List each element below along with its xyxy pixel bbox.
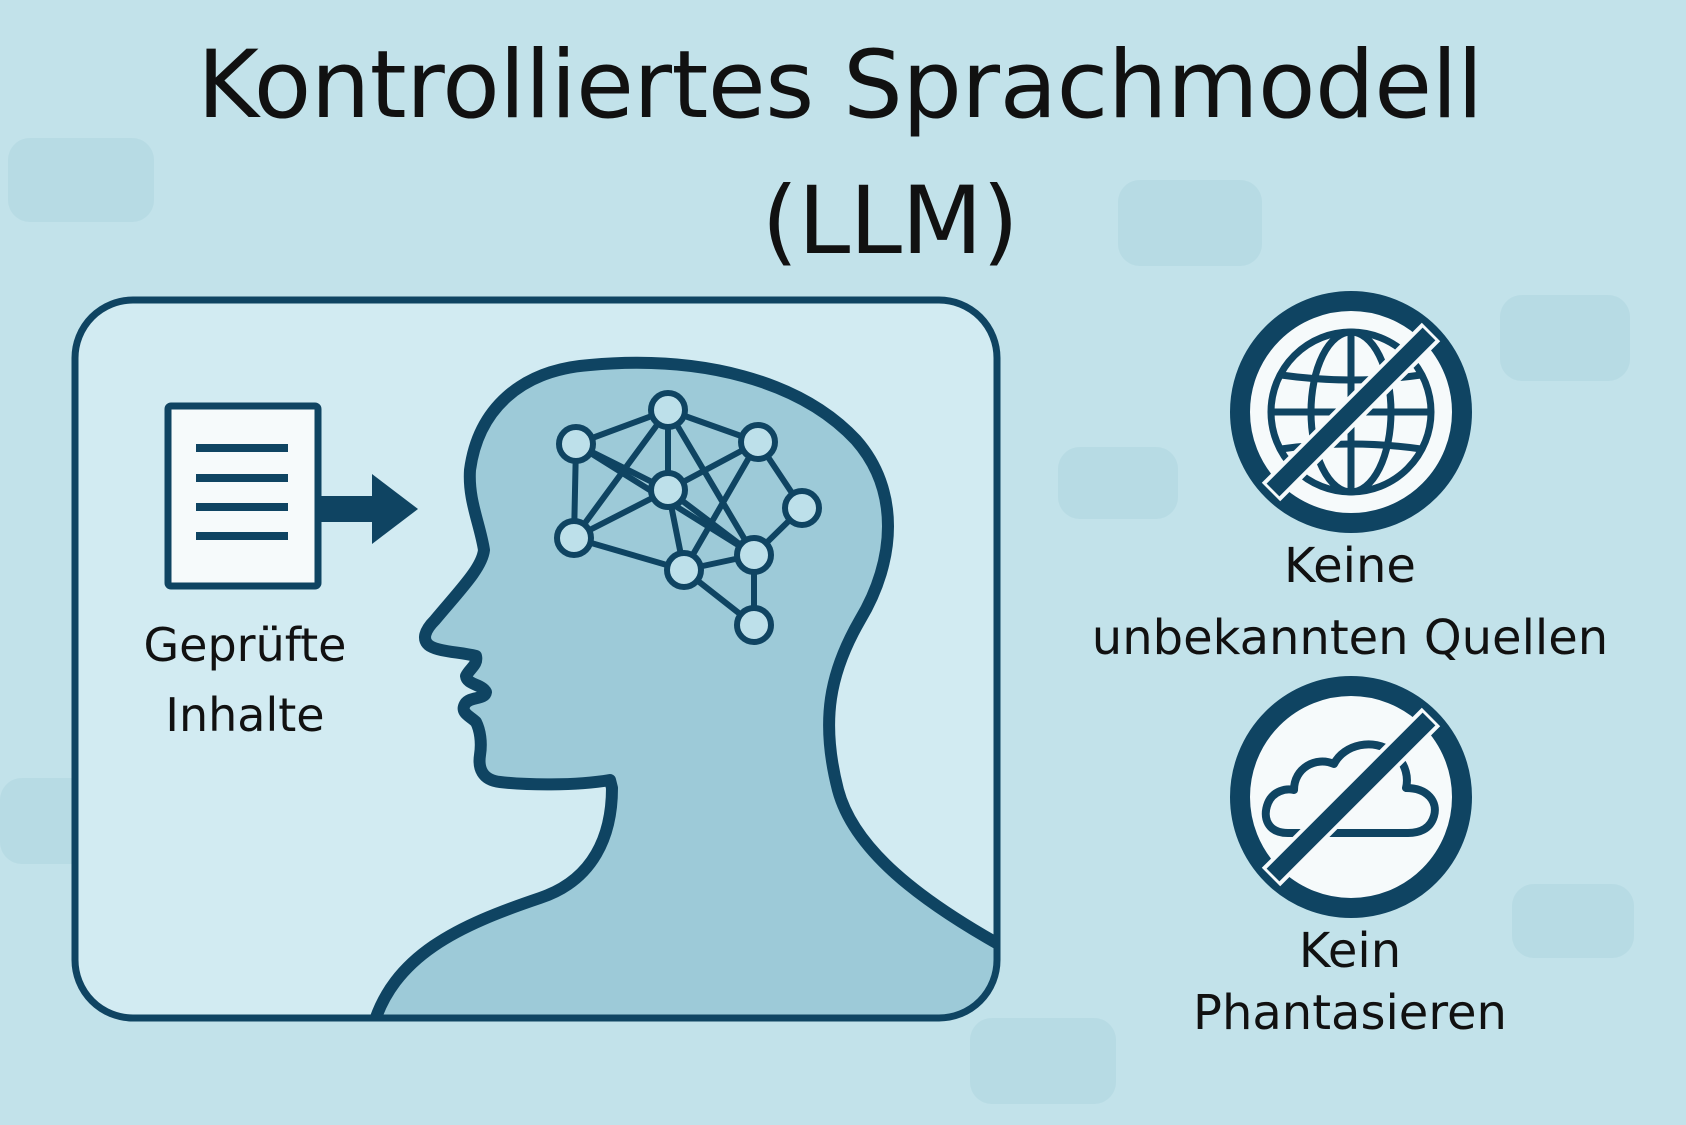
feature-label-line1: Kein (1298, 923, 1402, 979)
feature-label-line2: unbekannten Quellen (1091, 610, 1609, 666)
network-node (782, 488, 822, 528)
head-silhouette-icon (366, 356, 997, 1018)
network-node (556, 424, 596, 464)
network-node (738, 422, 778, 462)
background-shape (1500, 295, 1630, 381)
arrow-right-icon (318, 474, 418, 544)
document-icon (164, 402, 322, 590)
page-title-line1: Kontrolliertes Sprachmodell (197, 31, 1483, 140)
background-shape (1058, 447, 1178, 519)
no-globe-icon (1230, 291, 1472, 533)
feature-label-no-hallucination: Kein Phantasieren (1100, 920, 1600, 1044)
feature-label-line1: Keine (1284, 538, 1416, 594)
network-node (734, 605, 774, 645)
feature-label-line2: Phantasieren (1193, 985, 1507, 1041)
background-shape (8, 138, 154, 222)
network-node (664, 550, 704, 590)
document-label: Geprüfte Inhalte (110, 610, 380, 750)
page-title: Kontrolliertes Sprachmodell (LLM) (0, 18, 1560, 290)
background-shape (1118, 180, 1262, 266)
network-node (554, 518, 594, 558)
background-shape (1512, 884, 1634, 958)
network-node (648, 390, 688, 430)
background-shape (970, 1018, 1116, 1104)
neural-network-nodes (554, 390, 822, 645)
panel-border (71, 296, 1001, 1022)
feature-label-no-unknown-sources: Keine unbekannten Quellen (1060, 530, 1640, 674)
page-title-line2: (LLM) (761, 167, 1019, 276)
network-node (648, 470, 688, 510)
network-node (734, 535, 774, 575)
no-cloud-icon (1230, 676, 1472, 918)
document-label-line1: Geprüfte (143, 618, 347, 672)
document-label-line2: Inhalte (165, 688, 325, 742)
